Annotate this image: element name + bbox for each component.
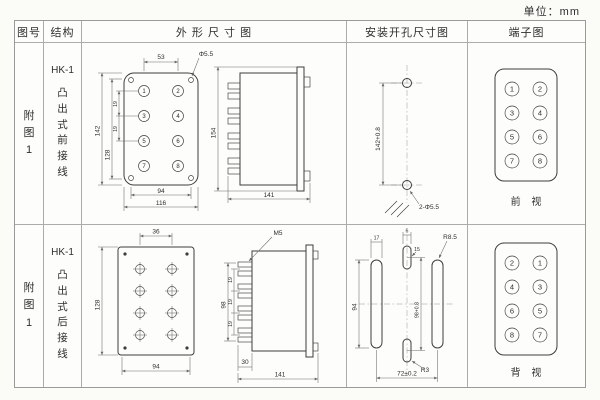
outline-drawing-front-wiring: 1 2 3 4 5 6 7 8 53 Φ5.5 [95,51,311,211]
terminal-pin: 6 [510,307,514,316]
front-view: 1 2 3 4 5 6 7 8 [123,72,199,186]
terminal-diagram-front: 1 2 3 4 5 6 7 8 前 视 [494,68,558,208]
mount-hole-top [402,78,412,88]
view-label-front: 前 视 [511,195,546,208]
dim-bottom-width: 94 [152,364,160,371]
dim-bottom-span: 72±0.2 [397,371,417,378]
outline-cell-row2: 36 128 94 [82,225,347,387]
terminal-pin: 5 [510,133,514,142]
model-label-row2: HK-1 [51,247,74,258]
terminal-no: 8 [176,164,180,170]
structure-row1: HK-1 凸出式前接线 [44,43,82,225]
terminal-pin: 2 [538,85,542,94]
dim-hole-dia: Φ5.5 [199,51,214,58]
rear-side-view [237,244,319,358]
dim-height-outer: 142 [95,125,102,136]
dim-slot-w: 17 [374,236,380,242]
rear-side-dimensions: M5 98 19 19 19 [221,230,319,383]
dim-pitch-a: 19 [228,277,234,283]
dim-radius-big: R8.5 [443,234,457,241]
dim-screw: M5 [273,230,282,237]
terminal-no: 4 [176,114,180,120]
header-install: 安装开孔尺寸图 [347,21,468,43]
install-dimensions-row1: 142+0.8 2-Φ5.5 [375,82,439,218]
terminal-pin: 1 [510,85,514,94]
header-terminal: 端子图 [468,21,585,43]
dim-left-height: 94 [352,303,359,311]
dim-pitch-c: 19 [228,321,234,327]
mount-hole-bottom [402,180,412,190]
install-drawing-front-wiring: 142+0.8 2-Φ5.5 [375,65,439,218]
dim-mid-w: 6 [406,229,409,235]
dim-bottom-outer: 116 [156,200,167,207]
side-view [227,66,311,192]
dim-pitch-b: 19 [228,299,234,305]
terminal-pin: 3 [510,109,514,118]
terminal-no: 5 [142,139,146,145]
terminal-pin: 7 [538,331,542,340]
header-outline: 外 形 尺 寸 图 [82,21,347,43]
slot-right [431,259,444,349]
terminal-pin: 5 [538,307,542,316]
front-view-dimensions: 53 Φ5.5 142 128 19 [95,51,214,211]
dim-pin-span: 98 [221,301,228,309]
structure-text-row2: 凸出式后接线 [57,269,68,360]
install-drawing-rear-wiring: 17 6 15 R8.5 94 98+0.8 [352,229,457,382]
terminal-no: 2 [176,89,180,95]
dim-side-height: 154 [211,127,218,138]
terminal-no: 3 [142,114,146,120]
terminal-no: 7 [142,164,146,170]
terminal-pin: 7 [510,157,514,166]
view-label-rear: 背 视 [511,366,546,379]
fig-no-text-row1: 附图1 [23,109,35,157]
structure-row2: HK-1 凸出式后接线 [44,225,82,387]
unit-label: 单位：mm [523,6,580,18]
terminal-pin: 2 [510,259,514,268]
spec-table: 图号 结构 外 形 尺 寸 图 安装开孔尺寸图 端子图 附图1 HK-1 凸出式… [14,20,586,388]
dim-height-inner: 128 [105,149,112,160]
terminal-diagram-rear: 2 1 4 3 6 5 8 7 背 视 [494,242,558,379]
slot-left [370,259,383,349]
dim-top-width: 36 [152,229,160,236]
terminal-pin: 8 [510,331,514,340]
terminal-pin: 1 [538,259,542,268]
terminal-pin: 4 [510,283,514,292]
dim-pitch-b: 19 [113,126,119,132]
outline-drawing-rear-wiring: 36 128 94 [95,229,319,383]
dim-comb-depth: 30 [241,359,249,366]
dim-bottom-inner: 94 [157,188,165,195]
terminal-cell-row1: 1 2 3 4 5 6 7 8 前 视 [468,43,585,225]
terminal-pin: 4 [538,109,542,118]
dim-mid-spacing: 98+0.8 [415,302,421,318]
install-dimensions-row2: 17 6 15 R8.5 94 98+0.8 [352,229,457,382]
dim-top-width: 53 [157,54,165,61]
dim-height-outer: 128 [95,299,102,310]
fig-no-text-row2: 附图1 [23,282,35,329]
dim-side-depth: 141 [275,372,286,379]
terminal-pin: 3 [538,283,542,292]
dim-hole-spacing: 142+0.8 [375,127,382,151]
dim-holes-callout: 2-Φ5.5 [419,204,439,211]
terminal-cell-row2: 2 1 4 3 6 5 8 7 背 视 [468,225,585,387]
header-structure: 结构 [44,21,82,43]
terminal-no: 1 [142,89,146,95]
dim-radius-small: R3 [421,367,430,374]
install-cell-row1: 142+0.8 2-Φ5.5 [347,43,468,225]
terminal-pin: 6 [538,133,542,142]
dim-mid-h: 15 [414,247,420,253]
terminal-pin: 8 [538,157,542,166]
outline-cell-row1: 1 2 3 4 5 6 7 8 53 Φ5.5 [82,43,347,225]
header-fig-no: 图号 [15,21,44,43]
install-cell-row2: 17 6 15 R8.5 94 98+0.8 [347,225,468,387]
dim-pitch-a: 19 [113,101,119,107]
model-label-row1: HK-1 [51,65,74,76]
dim-side-depth: 141 [264,192,275,199]
structure-text-row1: 凸出式前接线 [57,87,68,178]
terminal-no: 6 [176,139,180,145]
fig-no-row1: 附图1 [15,43,44,225]
fig-no-row2: 附图1 [15,225,44,387]
rear-front-dimensions: 36 128 94 [95,229,191,375]
side-view-dimensions: 154 141 [211,66,311,203]
rear-front-view [117,246,195,356]
